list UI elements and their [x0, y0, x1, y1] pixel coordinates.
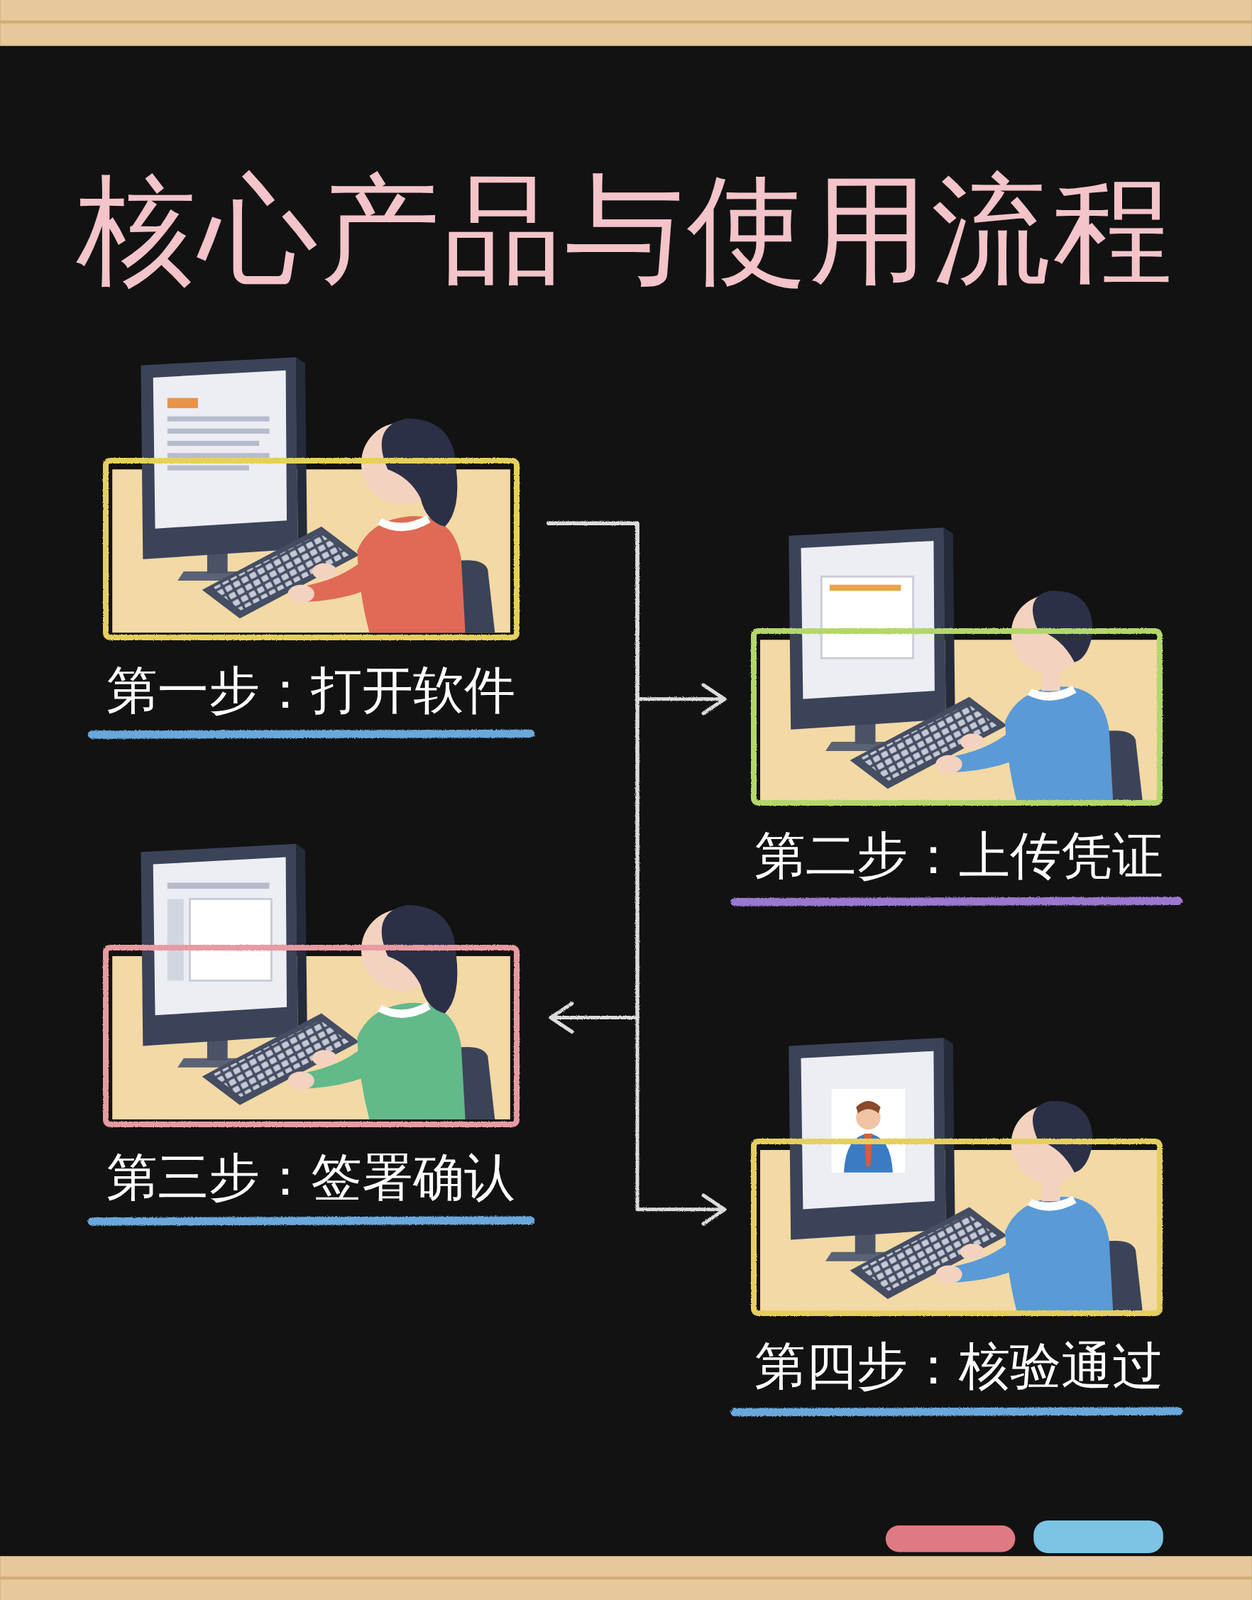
wood-frame [0, 1555, 1252, 1600]
step-panel: 第二步：上传凭证 [750, 627, 1168, 890]
workstation-figure [760, 527, 1159, 803]
step-label: 第四步：核验通过 [754, 1337, 1164, 1394]
step-panel: 第四步：核验通过 [750, 1137, 1168, 1400]
chalk-underline [91, 733, 1179, 1413]
step-panel: 第一步：打开软件 [102, 457, 521, 724]
wood-frame [0, 0, 1252, 47]
chalk-eraser [885, 1525, 1016, 1552]
chalk-frame [750, 1137, 1164, 1317]
workstation-figure [112, 843, 511, 1120]
chalk-frame [102, 943, 521, 1128]
workstation-figure [112, 357, 511, 633]
chalk-frame [102, 457, 521, 641]
step-panel: 第三步：签署确认 [102, 943, 521, 1211]
step-label: 第三步：签署确认 [106, 1149, 516, 1206]
title: 核心产品与使用流程 [0, 161, 1252, 299]
flow-connector [548, 523, 638, 1032]
chalk-frame [750, 627, 1164, 807]
workstation-figure [760, 1037, 1159, 1314]
chalk-eraser [1033, 1520, 1164, 1553]
step-label: 第一步：打开软件 [106, 662, 516, 719]
step-label: 第二步：上传凭证 [754, 827, 1164, 884]
flow-connector [548, 523, 725, 1224]
